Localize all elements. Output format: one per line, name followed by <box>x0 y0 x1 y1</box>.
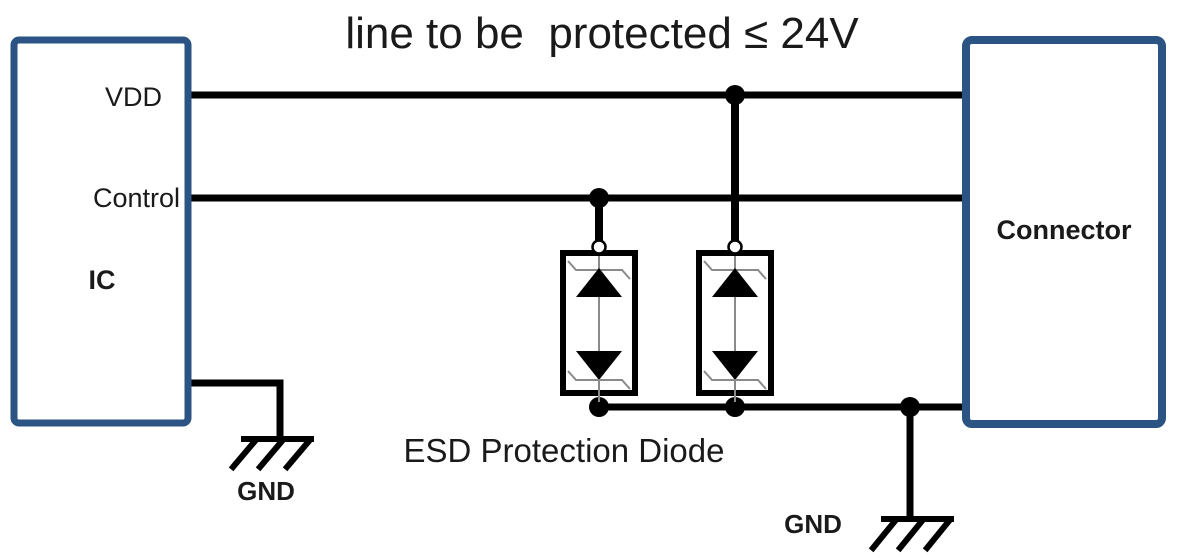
diode2-down-triangle <box>712 351 758 380</box>
gnd-right-tine-1 <box>868 516 900 553</box>
connector-label: Connector <box>997 215 1132 245</box>
wires <box>188 91 963 519</box>
diode1-up-triangle <box>576 268 622 297</box>
diode2-up-triangle <box>712 268 758 297</box>
junction-dot-control <box>589 188 609 208</box>
diode1-down-triangle <box>576 351 622 380</box>
esd-diode-2 <box>696 239 774 402</box>
ic-gnd-wire <box>188 379 284 438</box>
ic-box <box>10 36 192 427</box>
gnd-left-label: GND <box>237 476 295 506</box>
ic-pin-control-label: Control <box>93 183 180 213</box>
gnd-right-tine-2 <box>895 516 927 553</box>
diagram-title: line to be protected ≤ 24V <box>345 9 859 58</box>
gnd-symbol-left <box>228 436 314 472</box>
diode1-pin-marker <box>591 239 607 255</box>
esd-diode-1 <box>560 239 638 402</box>
junction-dot-rail-1 <box>589 397 609 417</box>
junction-dot-rail-3 <box>900 397 920 417</box>
junction-dots <box>589 85 920 417</box>
ic-label: IC <box>89 265 116 295</box>
gnd-right-label: GND <box>784 509 842 539</box>
diode1-zener-bar-bottom <box>567 370 631 390</box>
junction-dot-rail-2 <box>725 397 745 417</box>
esd-diode-caption: ESD Protection Diode <box>404 432 725 469</box>
diode2-zener-bar-bottom <box>703 370 767 390</box>
ic-pin-vdd-label: VDD <box>105 82 162 112</box>
junction-dot-vdd <box>725 85 745 105</box>
gnd-right-tine-3 <box>922 516 954 553</box>
diode2-pin-marker <box>727 239 743 255</box>
gnd-symbol-right <box>868 516 954 553</box>
gnd-left-tine-1 <box>228 436 260 472</box>
connector-box <box>962 36 1166 428</box>
gnd-left-tine-3 <box>282 436 314 472</box>
gnd-left-tine-2 <box>255 436 287 472</box>
